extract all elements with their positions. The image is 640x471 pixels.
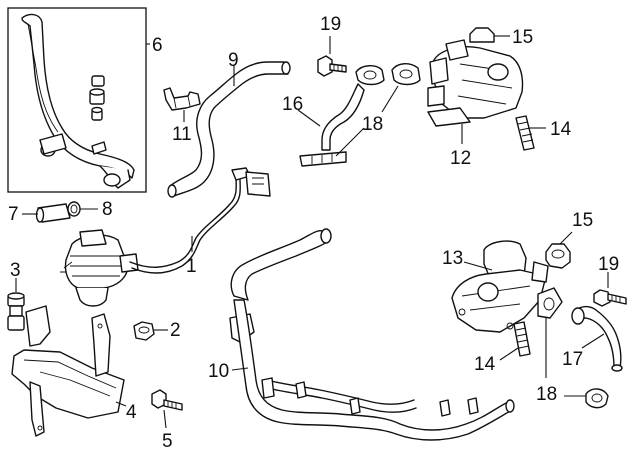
callout-14-top: 14 <box>550 119 572 140</box>
part-4-bracket <box>11 305 125 437</box>
callout-13: 13 <box>442 248 463 269</box>
part-15-nut-lower <box>545 243 571 269</box>
part-19-bolt-top <box>317 55 347 77</box>
callout-11: 11 <box>172 124 192 145</box>
callout-7: 7 <box>8 204 19 225</box>
part-12-valve <box>427 39 524 127</box>
part-1-air-pump <box>60 229 139 307</box>
part-11-bracket <box>163 87 201 111</box>
callout-1: 1 <box>186 256 197 277</box>
callout-14-lower: 14 <box>474 354 496 375</box>
callout-6: 6 <box>152 35 163 56</box>
part-3-grommet <box>7 292 25 331</box>
part-19-bolt-lower <box>593 289 627 307</box>
leader-4 <box>115 401 127 407</box>
part-14-sensor-top <box>515 115 535 151</box>
callout-10: 10 <box>208 361 229 382</box>
callout-15-lower: 15 <box>572 210 593 231</box>
part-15-nut-top <box>469 27 495 43</box>
part-16-pipe <box>299 65 385 167</box>
part-2-nut <box>133 321 155 341</box>
callout-18-lower: 18 <box>536 384 557 405</box>
callout-3: 3 <box>10 260 21 281</box>
part-6-inset <box>7 7 147 193</box>
part-6-pipe <box>21 13 135 189</box>
leader-16 <box>297 109 321 127</box>
leader-14-lower <box>499 347 519 361</box>
part-14-sensor-lower <box>513 321 531 357</box>
part-18-gasket-lower <box>537 287 609 409</box>
callout-19-lower: 19 <box>598 254 619 275</box>
callout-19-top: 19 <box>320 14 341 35</box>
callout-8: 8 <box>102 199 113 220</box>
callout-17: 17 <box>562 349 583 370</box>
part-13-valve <box>451 240 549 333</box>
part-9-hose <box>167 61 291 198</box>
callout-4: 4 <box>126 402 137 423</box>
callout-15-top: 15 <box>512 27 533 48</box>
callout-2: 2 <box>170 320 181 341</box>
leader-10 <box>231 367 249 371</box>
part-10-hose <box>229 228 515 441</box>
leader-17 <box>581 333 605 349</box>
leader-18-top-a <box>381 85 399 113</box>
part-18-gasket-top <box>391 63 421 86</box>
part-8-clamp <box>67 201 81 217</box>
part-5-bolt <box>151 389 183 411</box>
callout-16: 16 <box>282 94 303 115</box>
part-17-pipe <box>571 305 623 372</box>
callout-18-top: 18 <box>362 114 383 135</box>
callout-5: 5 <box>162 431 173 452</box>
leader-15-lower <box>559 231 573 245</box>
leader-13 <box>463 261 493 271</box>
leader-5 <box>163 409 167 429</box>
part-1-wiring-harness <box>129 167 271 274</box>
part-7-hose-section <box>35 203 71 223</box>
callout-12: 12 <box>450 148 471 169</box>
part-6-grommets <box>89 75 105 121</box>
leader-18-top-b <box>335 127 365 157</box>
callout-9: 9 <box>228 50 239 71</box>
